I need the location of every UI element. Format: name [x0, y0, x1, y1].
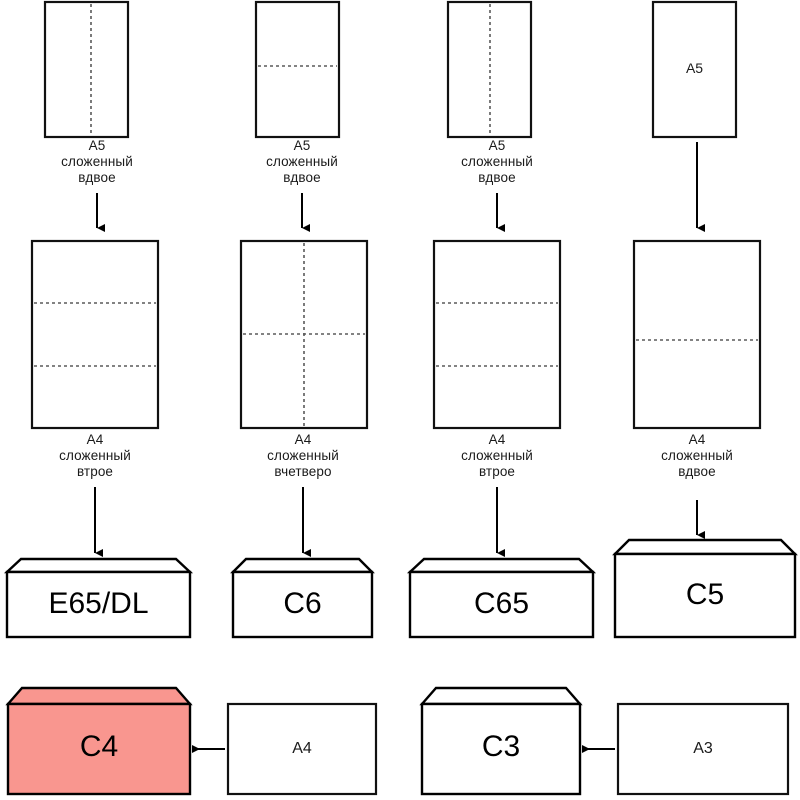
caption-a4-thirds: A4 сложенный втрое — [59, 432, 131, 479]
caption-a5-fold-horizontal: A5 сложенный вдвое — [266, 138, 338, 185]
row2-sheet-a4-thirds-2 — [432, 239, 562, 430]
envelope-c4-shape — [5, 686, 193, 796]
envelope-label-c65: C65 — [473, 587, 530, 620]
sheet-label-a5-plain: A5 — [685, 60, 704, 76]
row1-sheet-a5-fold-horizontal — [254, 0, 341, 139]
row1-sheet-a5-fold-vertical-2 — [446, 0, 533, 139]
paper-label-a4: A4 — [292, 740, 312, 757]
row1-sheet-a5-plain — [651, 0, 738, 139]
row2-sheet-a4-thirds — [30, 239, 160, 430]
envelope-c5-shape — [612, 538, 798, 639]
row2-sheet-a4-quarters — [239, 239, 369, 430]
caption-a5-fold-vertical-2: A5 сложенный вдвое — [461, 138, 533, 185]
envelope-c65-shape — [406, 557, 597, 639]
envelope-label-e65-dl: E65/DL — [48, 587, 149, 620]
envelope-label-c6: C6 — [283, 587, 322, 620]
envelope-e65-dl-shape — [3, 557, 194, 639]
row2-sheet-a4-half — [632, 239, 762, 430]
caption-a4-quarters: A4 сложенный вчетверо — [267, 432, 339, 479]
caption-a4-half: A4 сложенный вдвое — [661, 432, 733, 479]
paper-label-a3: A3 — [693, 740, 713, 757]
row1-sheet-a5-fold-vertical — [43, 0, 130, 139]
envelope-label-c3: C3 — [481, 730, 521, 763]
envelope-c3-shape — [419, 686, 583, 796]
envelope-c6-shape — [230, 557, 375, 639]
caption-a4-thirds-2: A4 сложенный втрое — [461, 432, 533, 479]
paper-a3-shape — [616, 702, 790, 796]
envelope-label-c5: C5 — [685, 578, 725, 611]
paper-a4-shape — [226, 702, 378, 796]
envelope-label-c4: C4 — [79, 730, 119, 763]
caption-a5-fold-vertical: A5 сложенный вдвое — [61, 138, 133, 185]
